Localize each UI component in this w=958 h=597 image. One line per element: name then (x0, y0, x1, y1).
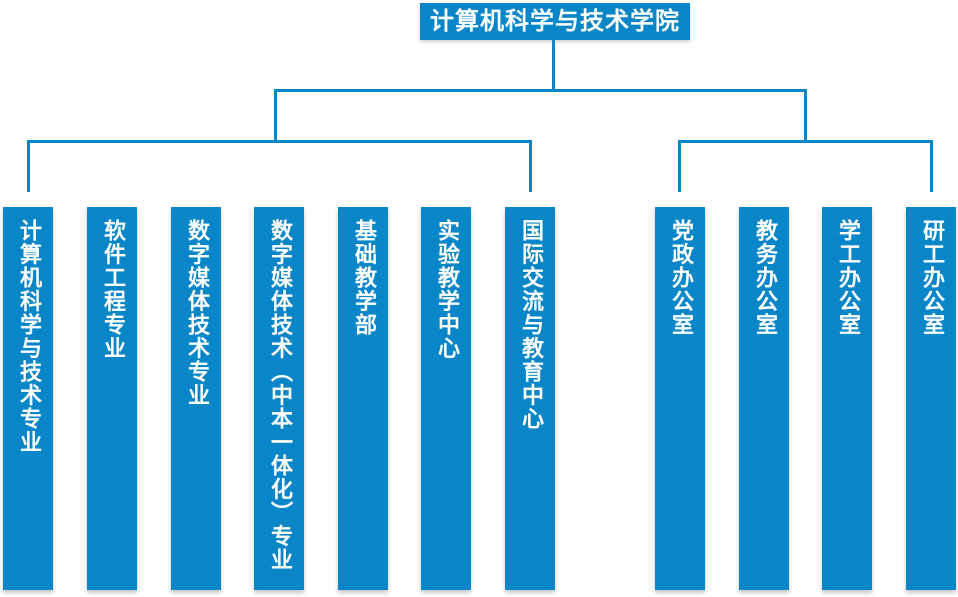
org-node-international-center: 国际交流与教育中心 (505, 207, 555, 590)
org-node-digital-media-major: 数字媒体技术专业 (171, 207, 221, 590)
org-node-academic-office: 教务办公室 (739, 207, 789, 590)
org-node-cs-major: 计算机科学与技术专业 (3, 207, 53, 590)
org-node-experiment-center: 实验教学中心 (421, 207, 471, 590)
org-node-digital-media-integrated-major: 数字媒体技术（中本一体化）专业 (254, 207, 304, 590)
org-node-graduate-affairs-office: 研工办公室 (906, 207, 956, 590)
org-node-student-affairs-office: 学工办公室 (822, 207, 872, 590)
org-node-party-admin-office: 党政办公室 (655, 207, 705, 590)
connector-root-drop (552, 40, 555, 92)
connector-right-branch-drop (804, 89, 807, 143)
connector-right-group-end-drop (930, 140, 933, 192)
connector-left-group-start-drop (27, 140, 30, 192)
connector-level1-horizontal (274, 89, 807, 92)
connector-right-group-horizontal (678, 140, 933, 143)
connector-left-group-end-drop (529, 140, 532, 192)
org-node-basic-teaching-dept: 基础教学部 (338, 207, 388, 590)
org-root-node: 计算机科学与技术学院 (420, 3, 690, 40)
connector-right-group-start-drop (678, 140, 681, 192)
connector-left-group-horizontal (27, 140, 532, 143)
org-node-software-major: 软件工程专业 (87, 207, 137, 590)
connector-left-branch-drop (274, 89, 277, 143)
